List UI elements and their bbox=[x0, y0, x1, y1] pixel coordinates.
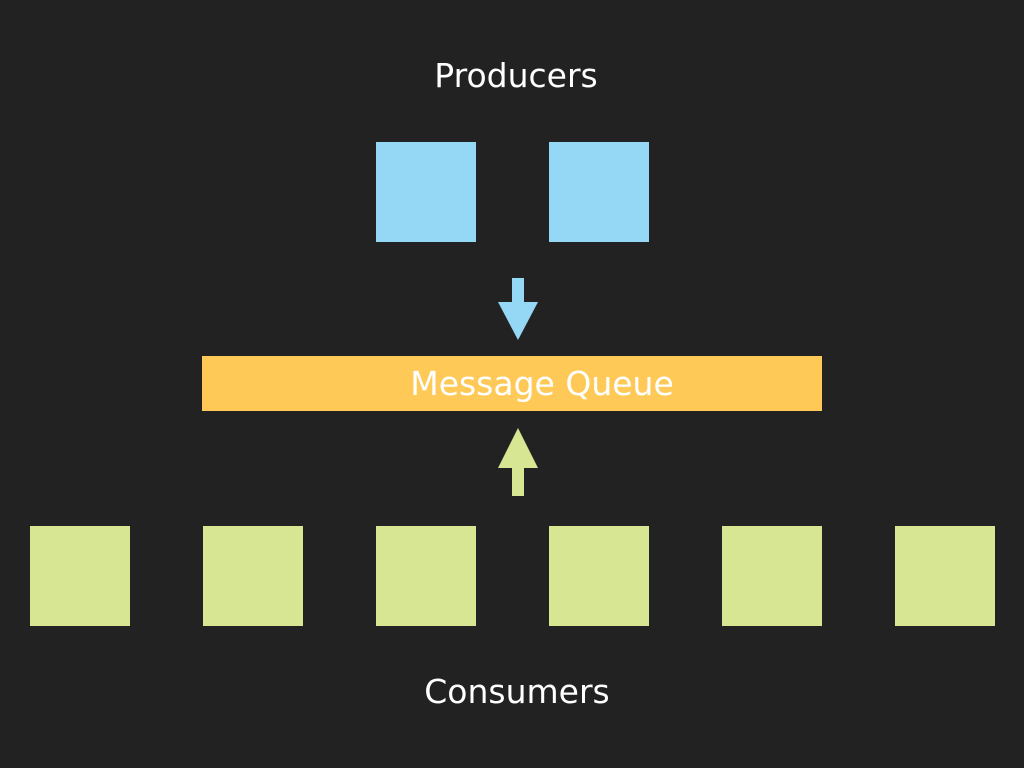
producer-box bbox=[549, 142, 649, 242]
consumers-title: Consumers bbox=[424, 672, 610, 711]
down-arrow-icon bbox=[498, 278, 538, 340]
consumer-box bbox=[203, 526, 303, 626]
producer-box bbox=[376, 142, 476, 242]
up-arrow-head bbox=[498, 428, 538, 468]
message-queue-label: Message Queue bbox=[410, 364, 674, 403]
consumer-box bbox=[895, 526, 995, 626]
up-arrow-shaft bbox=[512, 466, 524, 496]
consumer-box bbox=[30, 526, 130, 626]
consumer-box bbox=[722, 526, 822, 626]
consumer-box bbox=[549, 526, 649, 626]
down-arrow-head bbox=[498, 302, 538, 340]
up-arrow-icon bbox=[498, 428, 538, 496]
producers-title: Producers bbox=[434, 56, 598, 95]
consumer-box bbox=[376, 526, 476, 626]
down-arrow-shaft bbox=[512, 278, 524, 304]
message-queue: Message Queue bbox=[202, 356, 822, 411]
